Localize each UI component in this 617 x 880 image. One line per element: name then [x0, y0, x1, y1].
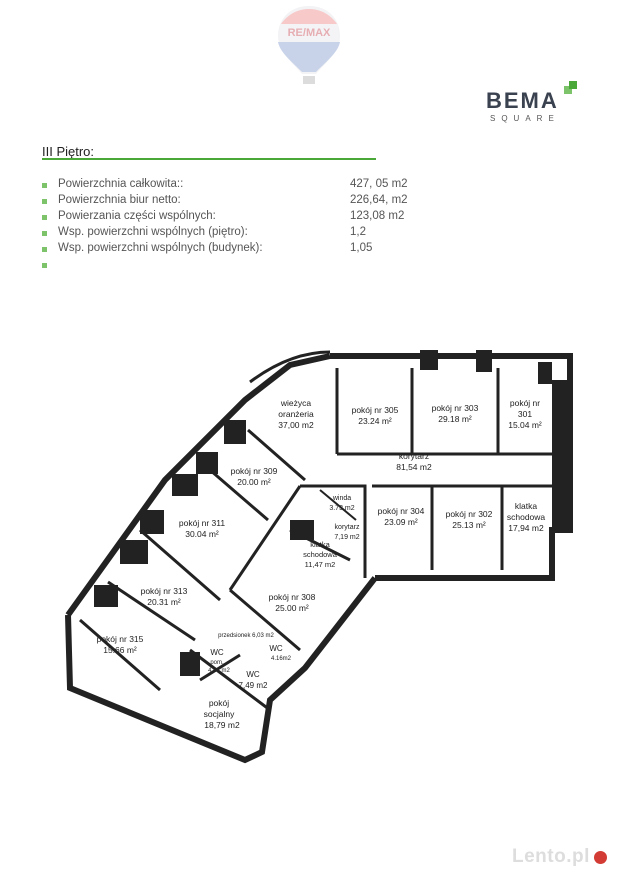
room-klatka-right-area: 17,94 m2	[508, 523, 544, 533]
room-304-area: 23.09 m²	[384, 517, 418, 527]
room-303-name: pokój nr 303	[432, 403, 479, 413]
room-socjalny-line1: pokój	[209, 698, 229, 708]
bullet-icon	[42, 199, 47, 204]
room-socjalny-line2: socjalny	[204, 709, 235, 719]
watermark-mark-icon	[594, 851, 607, 864]
room-wc-pom-area: 4,44 m2	[208, 668, 230, 674]
stat-value: 1,05	[350, 242, 373, 254]
room-klatka-left-line1: klatka	[310, 540, 330, 549]
bema-logo-word: BEMA	[486, 88, 559, 113]
bullet-icon	[42, 183, 47, 188]
room-305-name: pokój nr 305	[352, 405, 399, 415]
room-301-line2: 301	[518, 409, 532, 419]
room-309-name: pokój nr 309	[231, 466, 278, 476]
plan-pillars	[94, 350, 568, 676]
room-315-name: pokój nr 315	[97, 634, 144, 644]
room-korytarz-small-name: korytarz	[335, 524, 360, 531]
stat-label: Wsp. powierzchni wspólnych (piętro):	[58, 226, 248, 238]
stat-value: 1,2	[350, 226, 366, 238]
bema-logo: BEMA SQUARE	[486, 80, 586, 130]
room-301-line1: pokój nr	[510, 398, 540, 408]
remax-logo-text: RE/MAX	[288, 27, 331, 39]
stat-label: Wsp. powierzchni wspólnych (budynek):	[58, 242, 263, 254]
room-wiezyca-area: 37,00 m2	[278, 420, 314, 430]
room-labels: wieżyca oranżeria 37,00 m2 pokój nr 305 …	[97, 398, 546, 730]
room-klatka-left-area: 11,47 m2	[305, 560, 336, 569]
bullet-icon	[42, 215, 47, 220]
bema-logo-mark-icon	[564, 81, 577, 94]
room-socjalny-area: 18,79 m2	[204, 720, 240, 730]
bema-logo-subtitle: SQUARE	[490, 114, 560, 123]
room-308-name: pokój nr 308	[269, 592, 316, 602]
room-przedsionek-name: przedsionek 6,03 m2	[218, 633, 274, 639]
room-315-area: 15.66 m²	[103, 645, 137, 655]
room-wc-main-area: 7,49 m2	[239, 681, 268, 690]
room-311-area: 30.04 m²	[185, 529, 219, 539]
bullet-icon	[42, 263, 47, 268]
room-302-name: pokój nr 302	[446, 509, 493, 519]
room-313-area: 20.31 m²	[147, 597, 181, 607]
room-304-name: pokój nr 304	[378, 506, 425, 516]
room-klatka-left-line2: schodowa	[303, 550, 338, 559]
room-korytarz-name: korytarz	[399, 451, 429, 461]
room-305-area: 23.24 m²	[358, 416, 392, 426]
floor-title: III Piętro:	[42, 144, 95, 159]
stat-value: 123,08 m2	[350, 210, 405, 222]
room-wiezyca-line1: wieżyca	[280, 398, 312, 408]
room-wc-pom-line1: WC	[210, 648, 224, 657]
room-korytarz-small-area: 7,19 m2	[334, 534, 359, 541]
room-301-area: 15.04 m²	[508, 420, 542, 430]
room-winda-area: 3.73 m2	[329, 505, 354, 512]
stat-label: Powierzchnia całkowita::	[58, 178, 184, 190]
room-313-name: pokój nr 313	[141, 586, 188, 596]
room-wc-small-name: WC	[269, 644, 283, 653]
room-winda-name: winda	[332, 495, 351, 502]
bullet-icon	[42, 247, 47, 252]
room-wc-main-name: WC	[246, 670, 260, 679]
room-wc-pom-line2: pom.	[210, 660, 224, 666]
room-klatka-right-line1: klatka	[515, 501, 537, 511]
watermark-text: Lento.pl	[512, 846, 590, 867]
room-korytarz-area: 81,54 m2	[396, 462, 432, 472]
stat-value: 226,64, m2	[350, 194, 408, 206]
room-302-area: 25.13 m²	[452, 520, 486, 530]
room-303-area: 29.18 m²	[438, 414, 472, 424]
room-wiezyca-line2: oranżeria	[278, 409, 314, 419]
stat-label: Powierzchnia biur netto:	[58, 194, 181, 206]
room-308-area: 25.00 m²	[275, 603, 309, 613]
room-klatka-right-line2: schodowa	[507, 512, 546, 522]
stat-value: 427, 05 m2	[350, 178, 408, 190]
room-309-area: 20.00 m²	[237, 477, 271, 487]
stat-label: Powierzania części wspólnych:	[58, 210, 216, 222]
room-wc-small-area: 4.16m2	[271, 656, 292, 662]
bullet-icon	[42, 231, 47, 236]
title-divider	[42, 158, 376, 160]
remax-logo: RE/MAX	[278, 6, 340, 84]
room-311-name: pokój nr 311	[179, 518, 225, 528]
floor-plan: wieżyca oranżeria 37,00 m2 pokój nr 305 …	[65, 350, 573, 764]
